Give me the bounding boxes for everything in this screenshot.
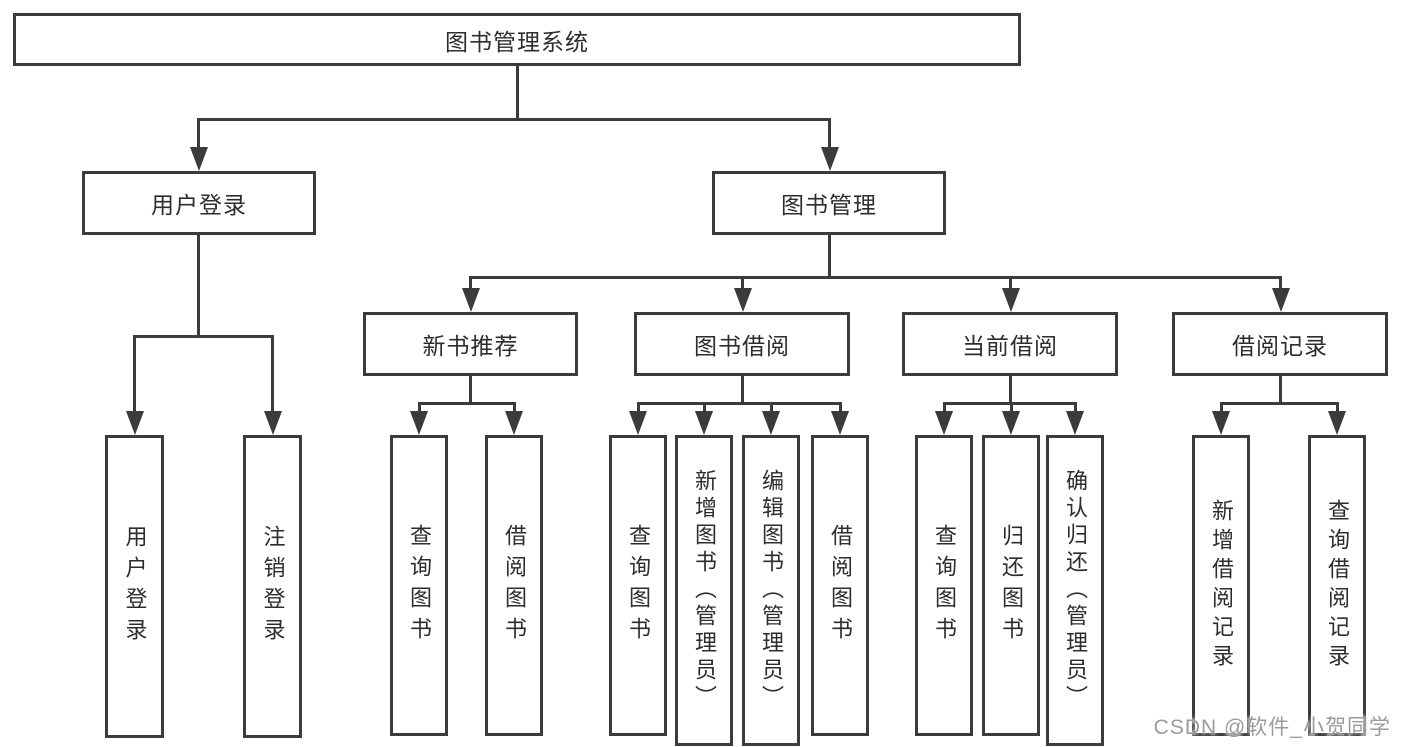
arrow-down-icon <box>821 147 839 171</box>
connector-line <box>839 402 842 413</box>
connector-line <box>469 276 1282 279</box>
node-label: 借阅图书 <box>502 523 527 648</box>
arrow-down-icon <box>629 411 647 435</box>
arrow-down-icon <box>695 411 713 435</box>
node-query-books-current: 查询图书 <box>915 435 973 736</box>
connector-line <box>1220 402 1338 405</box>
connector-line <box>1009 376 1012 405</box>
connector-line <box>1279 276 1282 290</box>
node-confirm-return-admin: 确认归还（管理员） <box>1046 435 1104 746</box>
arrow-down-icon <box>264 411 282 435</box>
connector-line <box>271 335 274 413</box>
arrow-down-icon <box>505 411 523 435</box>
node-label: 查询图书 <box>626 523 651 648</box>
node-borrow-books-borrow: 借阅图书 <box>811 435 869 736</box>
arrow-down-icon <box>935 411 953 435</box>
node-label: 确认归还（管理员） <box>1063 469 1088 712</box>
connector-line <box>1220 402 1223 413</box>
connector-line <box>1010 402 1013 413</box>
node-edit-book-admin: 编辑图书（管理员） <box>742 435 800 746</box>
node-label: 借阅记录 <box>1232 333 1328 359</box>
connector-line <box>1279 376 1282 405</box>
node-label: 借阅图书 <box>828 523 853 648</box>
node-label: 查询图书 <box>932 523 957 648</box>
connector-line <box>828 235 831 279</box>
node-add-book-admin: 新增图书（管理员） <box>675 435 733 746</box>
connector-line <box>637 402 640 413</box>
connector-line <box>1009 276 1012 290</box>
arrow-down-icon <box>1328 411 1346 435</box>
connector-line <box>516 64 519 120</box>
node-logout-leaf: 注销登录 <box>243 435 302 738</box>
connector-line <box>197 235 200 338</box>
connector-line <box>418 402 516 405</box>
connector-line <box>418 402 421 413</box>
node-label: 查询图书 <box>407 523 432 648</box>
arrow-down-icon <box>1002 411 1020 435</box>
node-label: 新增借阅记录 <box>1209 498 1234 673</box>
node-label: 用户登录 <box>151 192 247 218</box>
arrow-down-icon <box>462 288 480 312</box>
node-book-borrow: 图书借阅 <box>634 312 850 376</box>
connector-line <box>770 402 773 413</box>
node-label: 新增图书（管理员） <box>692 469 717 712</box>
arrow-down-icon <box>1002 288 1020 312</box>
node-label: 用户登录 <box>122 524 148 649</box>
connector-line <box>828 118 831 150</box>
arrow-down-icon <box>762 411 780 435</box>
connector-line <box>1336 402 1339 413</box>
csdn-watermark: CSDN @软件_小贺同学 <box>1153 716 1391 739</box>
arrow-down-icon <box>1212 411 1230 435</box>
connector-line <box>469 276 472 290</box>
node-query-books-borrow: 查询图书 <box>609 435 667 736</box>
node-book-management: 图书管理 <box>712 171 946 235</box>
arrow-down-icon <box>1272 288 1290 312</box>
connector-line <box>469 376 472 405</box>
node-user-login: 用户登录 <box>82 171 316 235</box>
node-query-books-recommend: 查询图书 <box>390 435 448 736</box>
connector-line <box>133 335 136 413</box>
arrow-down-icon <box>1066 411 1084 435</box>
arrow-down-icon <box>734 288 752 312</box>
node-label: 图书管理系统 <box>445 28 589 55</box>
node-label: 图书管理 <box>781 192 877 218</box>
connector-line <box>943 402 946 413</box>
connector-line <box>133 335 274 338</box>
node-label: 新书推荐 <box>422 333 519 359</box>
node-library-management-system: 图书管理系统 <box>13 13 1021 66</box>
node-current-borrow: 当前借阅 <box>902 312 1118 376</box>
arrow-down-icon <box>410 411 428 435</box>
node-label: 注销登录 <box>260 524 286 649</box>
connector-line <box>703 402 706 413</box>
node-label: 图书借阅 <box>694 333 790 359</box>
connector-line <box>741 276 744 290</box>
connector-line <box>513 402 516 413</box>
node-return-books: 归还图书 <box>982 435 1040 736</box>
node-add-borrow-record: 新增借阅记录 <box>1192 435 1250 736</box>
arrow-down-icon <box>126 411 144 435</box>
node-label: 归还图书 <box>999 523 1024 648</box>
node-label: 编辑图书（管理员） <box>759 469 784 712</box>
connector-line <box>197 118 200 150</box>
connector-line <box>637 402 841 405</box>
node-borrow-books-recommend: 借阅图书 <box>485 435 543 736</box>
node-label: 查询借阅记录 <box>1325 498 1350 673</box>
connector-line <box>1074 402 1077 413</box>
connector-line <box>198 118 831 121</box>
connector-line <box>741 376 744 405</box>
arrow-down-icon <box>831 411 849 435</box>
node-user-login-leaf: 用户登录 <box>105 435 164 738</box>
arrow-down-icon <box>190 147 208 171</box>
node-new-book-recommend: 新书推荐 <box>363 312 578 376</box>
node-query-borrow-record: 查询借阅记录 <box>1308 435 1366 736</box>
node-borrow-records: 借阅记录 <box>1172 312 1388 376</box>
node-label: 当前借阅 <box>962 333 1058 359</box>
